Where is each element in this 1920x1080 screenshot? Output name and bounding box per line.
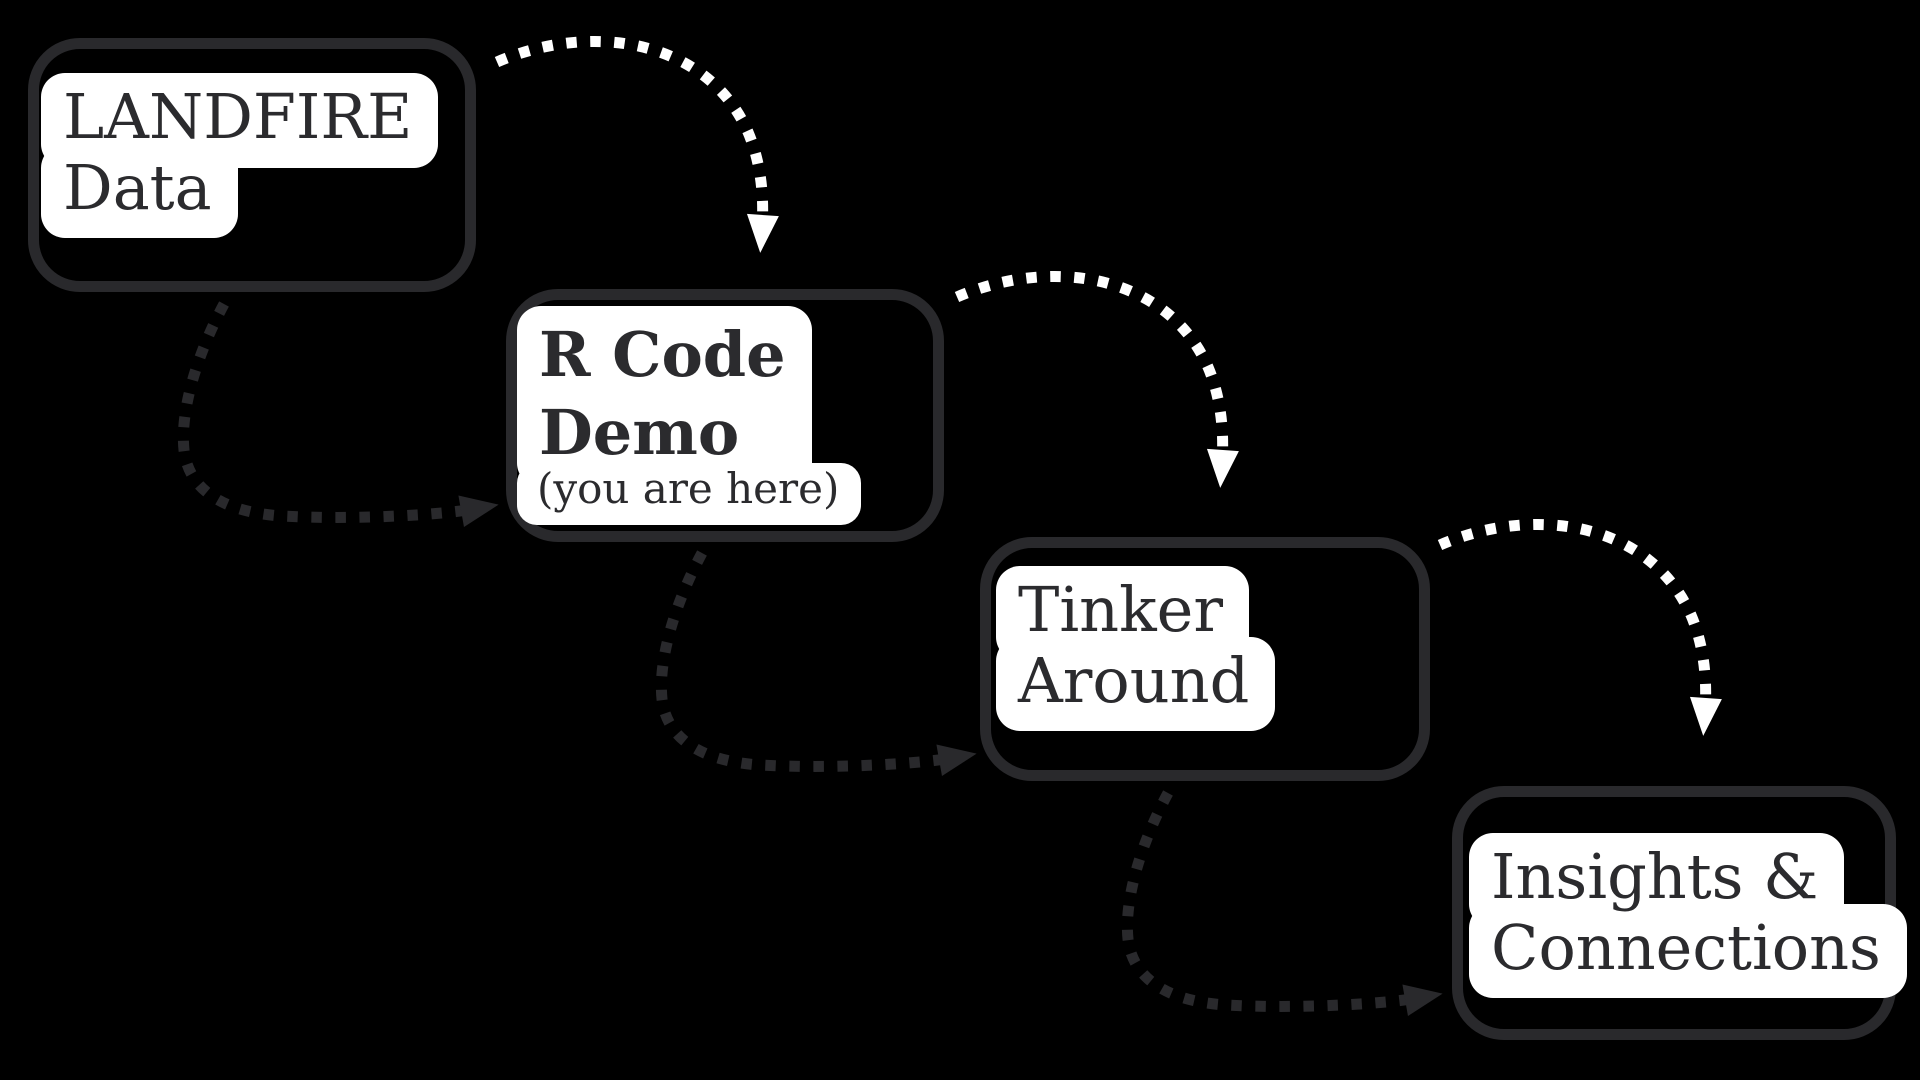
node-tinker-around-line-2: Around [996,636,1276,732]
arrow-rcode-to-tinker-side [655,550,977,777]
arrow-landfire-to-rcode-side [177,301,499,528]
node-insights-connections-line-2: Connections [1469,903,1907,999]
arrow-tinker-to-insights-side [1121,790,1443,1017]
node-r-code-demo-line-2: Demo [539,395,740,469]
node-r-code-demo-title: R Code Demo [517,306,812,487]
node-landfire-data-line-2: Data [41,143,238,239]
arrow-landfire-to-rcode-top [494,35,779,253]
node-r-code-demo-line-1: R Code [539,318,786,391]
arrow-tinker-to-insights-top [1437,518,1722,736]
node-insights-connections-label: Insights & Connections [1469,833,1907,999]
node-landfire-data-label: LANDFIRE Data [41,73,439,239]
node-r-code-demo: R Code Demo (you are here) [506,289,944,542]
arrow-rcode-to-tinker-top [954,270,1239,488]
node-insights-connections: Insights & Connections [1452,786,1907,1040]
node-r-code-demo-note: (you are here) [517,463,862,526]
node-tinker-around: Tinker Around [980,537,1430,781]
node-landfire-data: LANDFIRE Data [28,38,476,292]
node-tinker-around-label: Tinker Around [996,566,1276,732]
node-landfire-data-line-1: LANDFIRE [41,73,439,168]
node-r-code-demo-label: R Code Demo (you are here) [517,306,862,526]
